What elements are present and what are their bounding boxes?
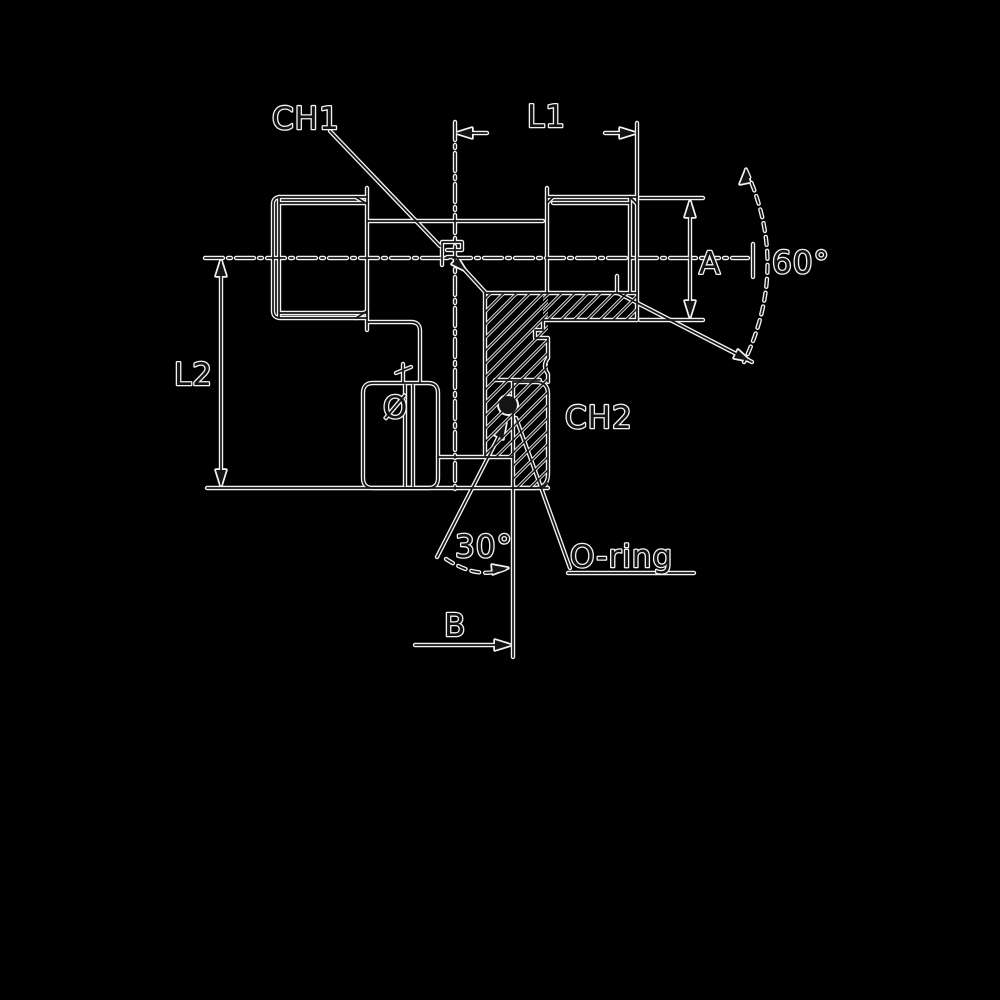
hatch-line (485, 293, 518, 457)
dimension-arrowhead (685, 201, 695, 217)
line-ink-layer (204, 121, 769, 658)
drawing-stroke (515, 417, 571, 569)
hatch-line (485, 293, 544, 457)
hatch-line (513, 382, 548, 488)
dimension-arrowhead (740, 169, 750, 184)
hatch-line (485, 293, 548, 457)
hatch-line (560, 293, 589, 320)
hatch-line (485, 293, 548, 457)
hatch-line (513, 382, 548, 488)
hatch-line (485, 293, 548, 457)
label-ch2: CH2 (565, 400, 633, 436)
hatch-line (485, 293, 548, 457)
drawing-stroke (534, 319, 549, 359)
hatch-line (485, 293, 548, 457)
drawing-stroke (546, 196, 554, 204)
hatch-line (586, 293, 615, 320)
label-a: A (699, 246, 721, 282)
hatch-line (625, 293, 637, 320)
drawing-stroke (355, 310, 368, 319)
drawing-stroke (617, 292, 753, 363)
hatch-line (485, 293, 531, 457)
dimension-arrowhead (734, 350, 750, 361)
dimension-arrowhead (492, 565, 508, 574)
dimension-arrowhead (685, 301, 695, 317)
hatch-line (529, 382, 548, 488)
dimension-arrowhead (495, 423, 506, 439)
drawing-stroke (436, 431, 502, 558)
dimension-arrowhead (452, 258, 466, 271)
label-o-ring: O-ring (570, 539, 673, 575)
hatch-line (612, 293, 637, 320)
drawing-stroke (364, 319, 423, 386)
hatch-line (513, 382, 548, 488)
drawing-stroke (462, 267, 486, 293)
drawing-stroke (512, 381, 549, 489)
hatch-line (485, 293, 548, 457)
drawing-stroke (743, 169, 769, 363)
hatch-line (513, 382, 546, 488)
hatch-line (573, 293, 602, 320)
drawing-stroke (629, 196, 638, 205)
drawing-stroke (441, 241, 463, 266)
label-l1: L1 (527, 99, 566, 135)
label-angle-60: 60° (772, 245, 830, 281)
dimension-arrowhead (495, 640, 511, 650)
hatch-line (599, 293, 628, 320)
hatch-region (543, 293, 637, 320)
hatch-line (547, 293, 576, 320)
drawing-stroke (366, 321, 421, 384)
hatch-line (513, 382, 548, 488)
hatch-line (513, 382, 548, 488)
dimension-arrowhead (216, 470, 226, 486)
drawing-stroke (329, 130, 441, 247)
dimension-arrowhead (620, 128, 636, 138)
label-b: B (444, 608, 466, 644)
annotation-labels: CH1 L1 60° A L2 Ø CH2 O-ring 30° B (173, 98, 831, 646)
hatch-line (516, 382, 548, 488)
hatch-line (543, 293, 550, 320)
dimension-arrowhead (456, 128, 472, 138)
o-ring-dot (499, 396, 517, 414)
label-ch1: CH1 (272, 101, 340, 137)
hatch-line (485, 293, 548, 457)
hatch-line (485, 293, 548, 457)
hatch-line (543, 293, 563, 320)
drawing-stroke (544, 357, 549, 383)
dimension-arrowhead (216, 260, 226, 276)
label-diameter: Ø (383, 390, 408, 426)
label-l2: L2 (174, 357, 213, 393)
drawing-stroke (355, 196, 368, 205)
drawing-stroke (395, 366, 412, 374)
label-angle-30: 30° (455, 529, 513, 565)
